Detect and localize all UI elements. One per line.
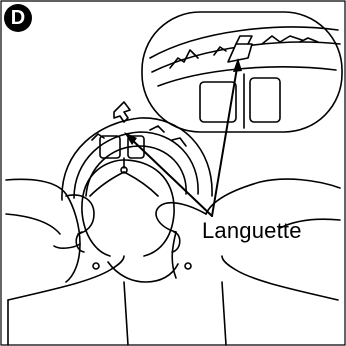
magnified-detail [142,12,342,132]
step-badge: D [4,4,32,32]
callout-label-languette: Languette [202,218,302,244]
left-hand [6,179,94,282]
tab-arrow [114,102,130,122]
